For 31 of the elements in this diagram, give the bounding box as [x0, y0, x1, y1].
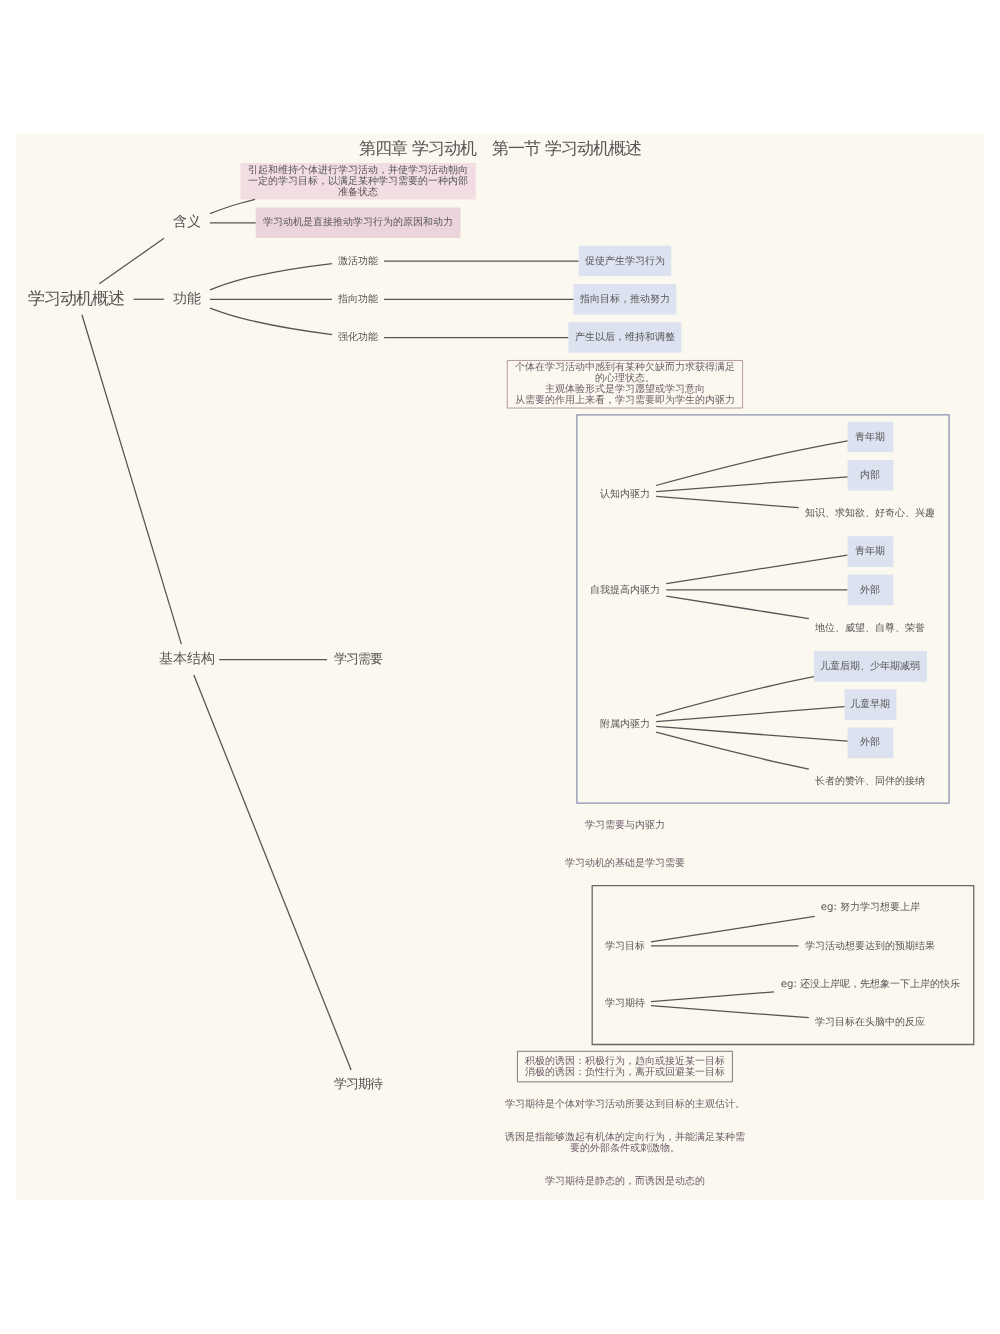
connector: [209, 262, 333, 291]
connector: [193, 674, 352, 1071]
connector: [209, 307, 333, 336]
connector: [383, 260, 579, 262]
connector: [650, 991, 775, 1003]
connector: [655, 725, 849, 742]
connector: [665, 554, 848, 585]
cluster: [576, 414, 950, 804]
connector: [383, 336, 569, 339]
connector: [650, 945, 800, 947]
connector: [665, 589, 848, 591]
connector: [655, 731, 810, 770]
connector: [98, 237, 165, 285]
connector: [655, 706, 846, 723]
connector: [650, 915, 816, 943]
connector: [209, 198, 256, 215]
connector: [650, 1005, 810, 1019]
connector: [655, 495, 800, 509]
connector: [655, 676, 815, 717]
connector: [655, 476, 849, 493]
connector: [132, 298, 165, 300]
connector: [383, 298, 574, 300]
cluster: [591, 884, 975, 1046]
node-text: 学习动机概述: [28, 289, 125, 310]
connector: [665, 595, 810, 620]
connector: [209, 298, 333, 300]
connector: [209, 222, 257, 224]
diagram-title: 第四章 学习动机 第一节 学习动机概述: [358, 140, 642, 161]
connector: [655, 440, 849, 487]
connector: [81, 314, 182, 645]
connector: [218, 658, 328, 661]
